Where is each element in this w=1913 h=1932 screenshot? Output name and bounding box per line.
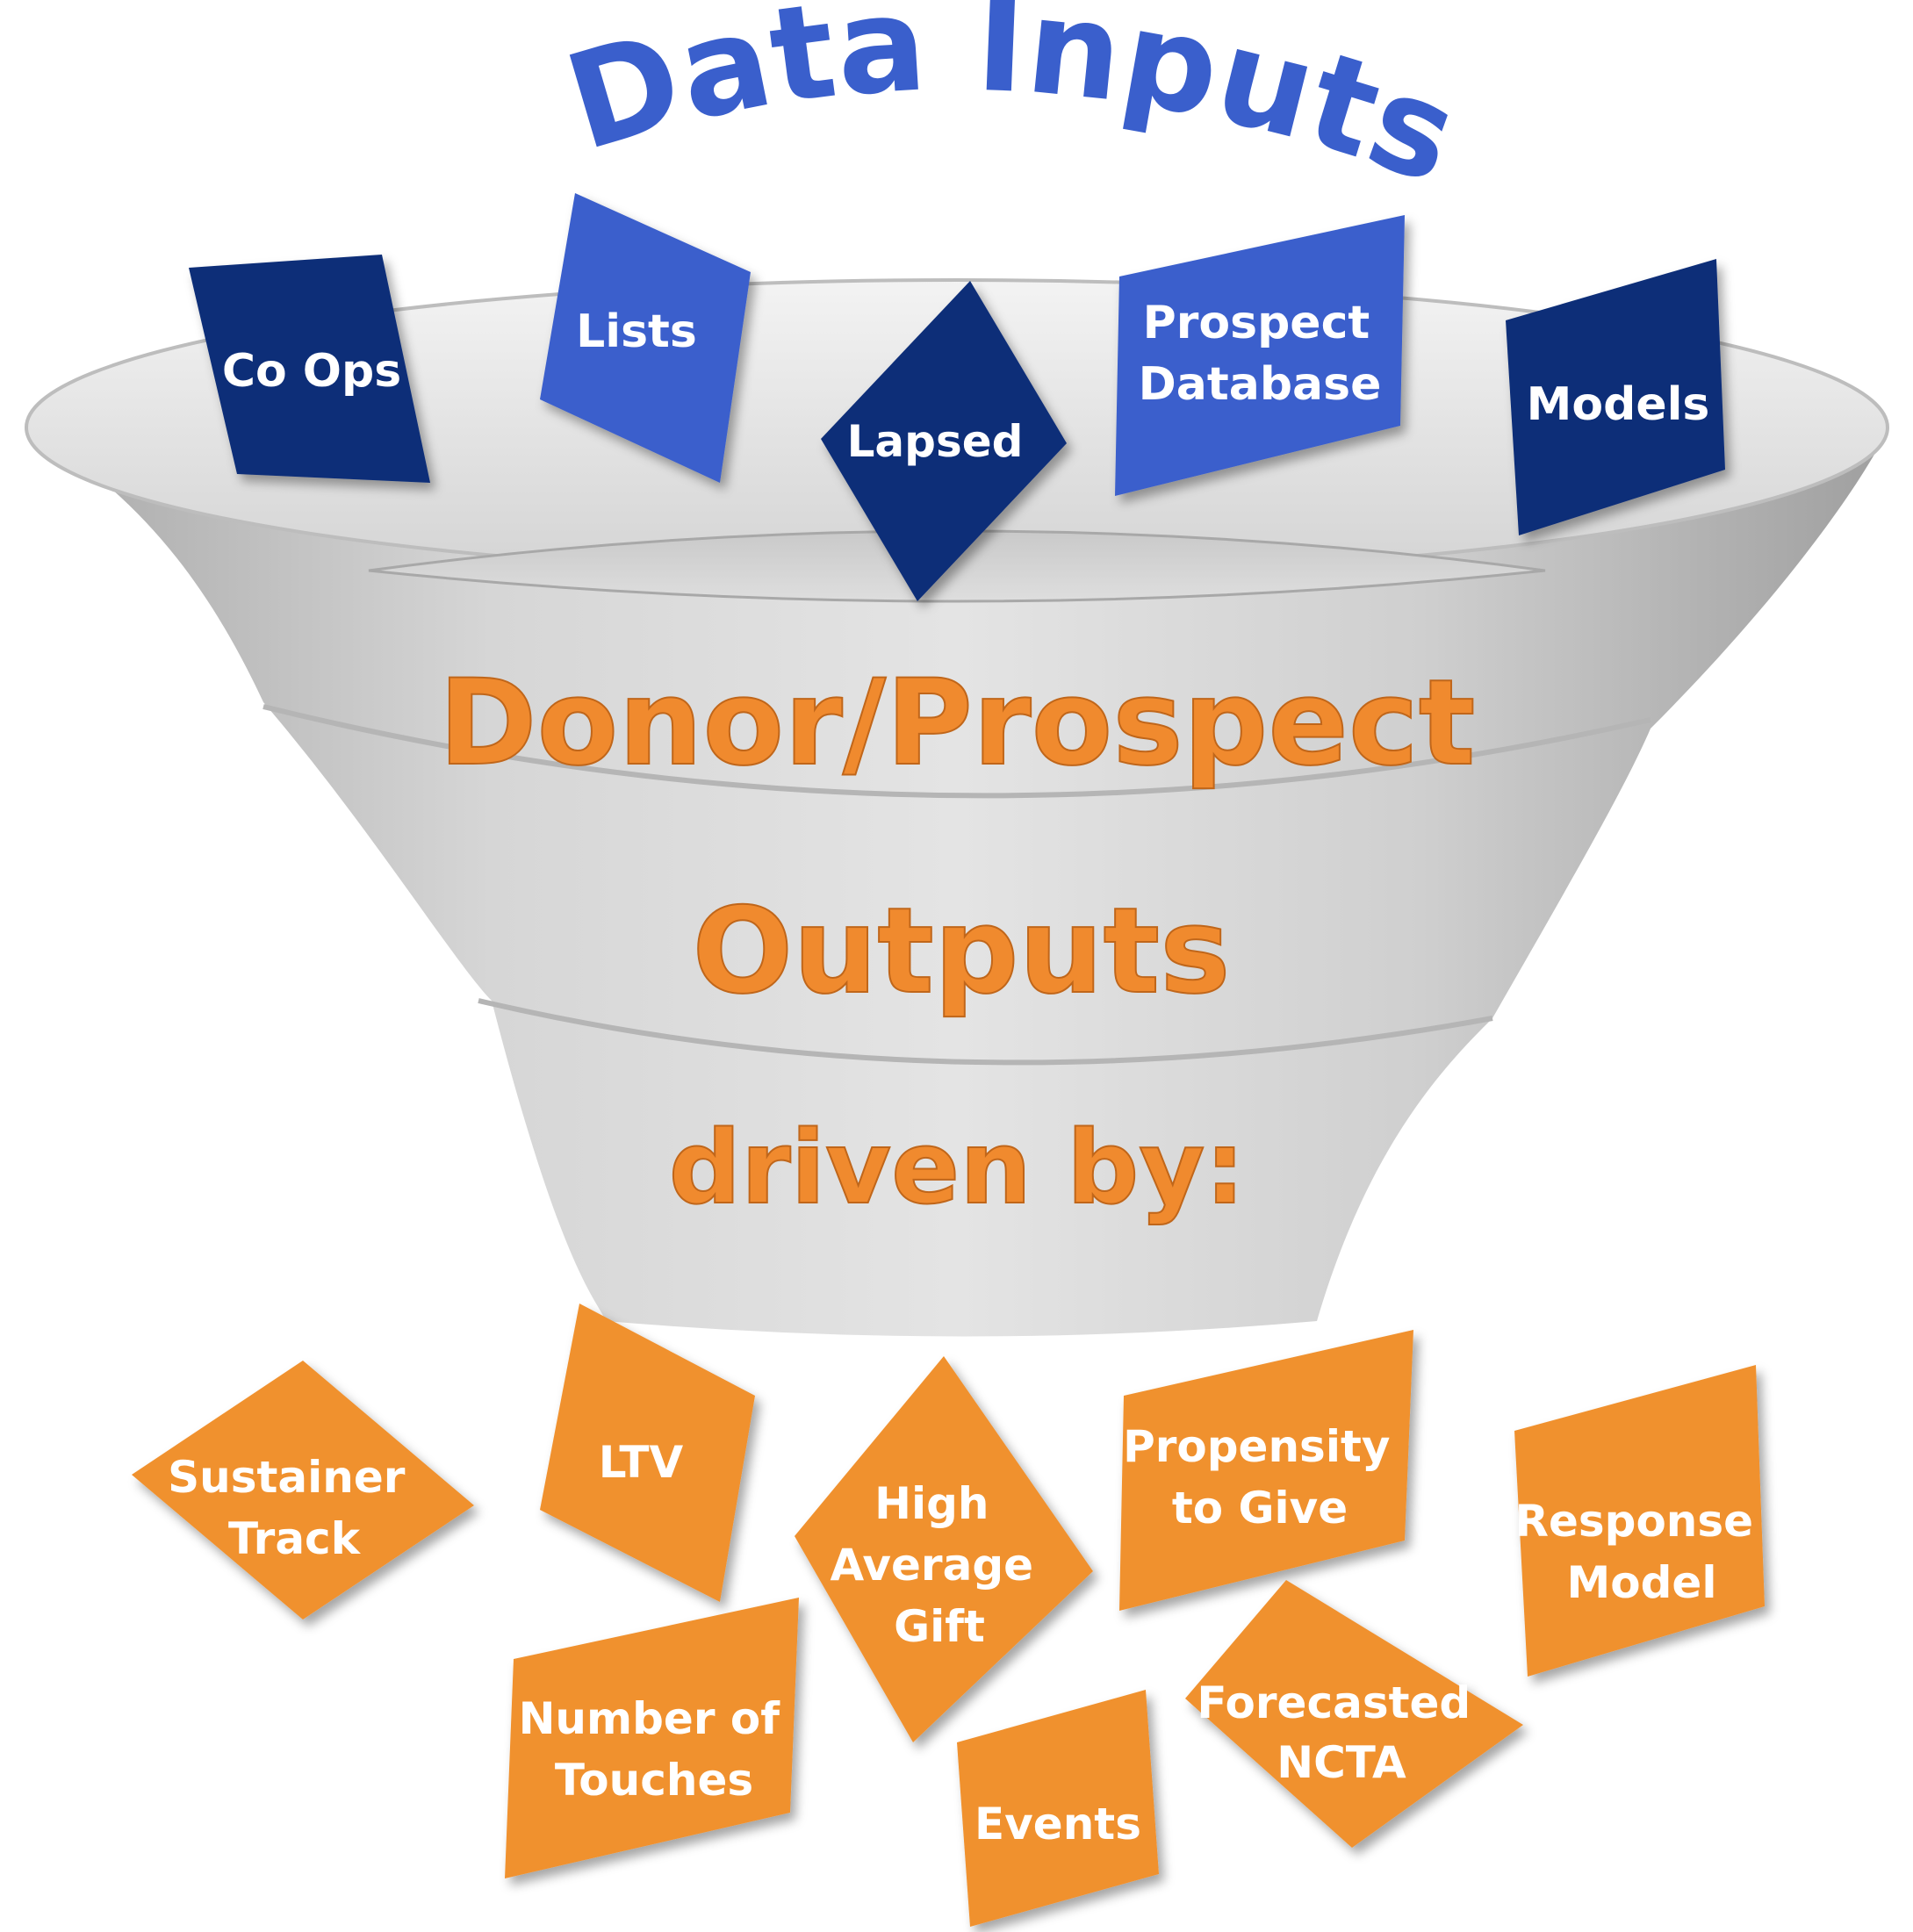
driver-ncta-label: NCTA [1277,1737,1406,1788]
driver-card-ltv: LTV [540,1304,755,1602]
funnel-inner [368,529,1546,603]
card-label: Models [1527,378,1710,431]
driver-gift-label: Gift [894,1601,985,1652]
driver-cards: Sustainer Track LTV High Average Gift Pr… [132,1304,1768,1927]
driver-card-shape [540,1304,755,1602]
card-label: Prospect Database [1139,297,1386,411]
funnel-line-2: Outputs [692,882,1230,1020]
card-label: Sustainer Track [168,1452,421,1564]
driver-average-label: Average [831,1540,1034,1591]
driver-to-give-label: to Give [1172,1483,1348,1533]
input-card-shape [540,193,751,483]
input-card-co-ops: Co Ops [189,255,430,483]
card-label: Lists [576,305,697,358]
driver-forecasted-label: Forecasted [1197,1677,1471,1728]
driver-card-propensity-to-give: Propensity to Give [1119,1330,1413,1611]
funnel-body [26,426,1888,1337]
card-label: Co Ops [222,345,401,398]
driver-response-label: Response [1514,1496,1753,1547]
driver-card-shape [1185,1580,1523,1848]
input-card-lists: Lists [540,193,751,483]
input-card-shape [189,255,430,483]
driver-ltv-label: LTV [599,1437,684,1488]
driver-card-high-average-gift: High Average Gift [795,1356,1093,1742]
input-database-label: Database [1139,358,1382,411]
card-label: Number of Touches [519,1693,795,1806]
driver-events-label: Events [974,1799,1141,1849]
driver-card-forecasted-ncta: Forecasted NCTA [1185,1580,1523,1848]
input-lapsed-label: Lapsed [847,416,1024,467]
driver-card-shape [1119,1330,1413,1611]
input-card-lapsed: Lapsed [821,281,1067,601]
driver-card-events: Events [957,1690,1159,1927]
card-label: Response Model [1514,1496,1768,1608]
driver-propensity-label: Propensity [1123,1421,1390,1472]
input-prospect-label: Prospect [1143,297,1370,349]
driver-card-response-model: Response Model [1514,1365,1768,1677]
driver-card-shape [957,1690,1159,1927]
input-lists-label: Lists [576,305,697,358]
driver-card-number-of-touches: Number of Touches [505,1598,799,1878]
driver-card-shape [505,1598,799,1878]
input-card-shape [1115,215,1405,496]
title: Data Inputs [550,0,1475,214]
title-text: Data Inputs [550,0,1475,214]
input-cards: Co Ops Lists Lapsed Prospect Database [189,193,1725,601]
driver-model-label: Model [1567,1557,1717,1608]
card-label: Events [974,1799,1141,1849]
driver-number-of-label: Number of [519,1693,781,1744]
driver-sustainer-label: Sustainer [168,1452,406,1503]
driver-touches-label: Touches [555,1755,753,1806]
funnel-line-1: Donor/Prospect [439,654,1476,792]
driver-card-sustainer-track: Sustainer Track [132,1361,474,1620]
card-label: Propensity to Give [1123,1421,1406,1533]
input-co-ops-label: Co Ops [222,345,401,398]
card-label: Forecasted NCTA [1197,1677,1485,1788]
funnel-line-3: driven by: [669,1110,1246,1227]
input-card-shape [821,281,1067,601]
driver-high-label: High [874,1478,989,1529]
input-card-shape [1506,259,1725,535]
input-card-prospect-database: Prospect Database [1115,215,1405,496]
card-label: Lapsed [847,416,1024,467]
input-card-models: Models [1506,259,1725,535]
funnel-band-line-1 [262,704,1651,799]
card-label: LTV [599,1437,684,1488]
driver-card-shape [1514,1365,1765,1677]
card-label: High Average Gift [831,1478,1049,1652]
funnel-band-line-2 [478,998,1493,1066]
input-models-label: Models [1527,378,1710,431]
driver-card-shape [795,1356,1093,1742]
driver-card-shape [132,1361,474,1620]
driver-track-label: Track [228,1513,362,1564]
